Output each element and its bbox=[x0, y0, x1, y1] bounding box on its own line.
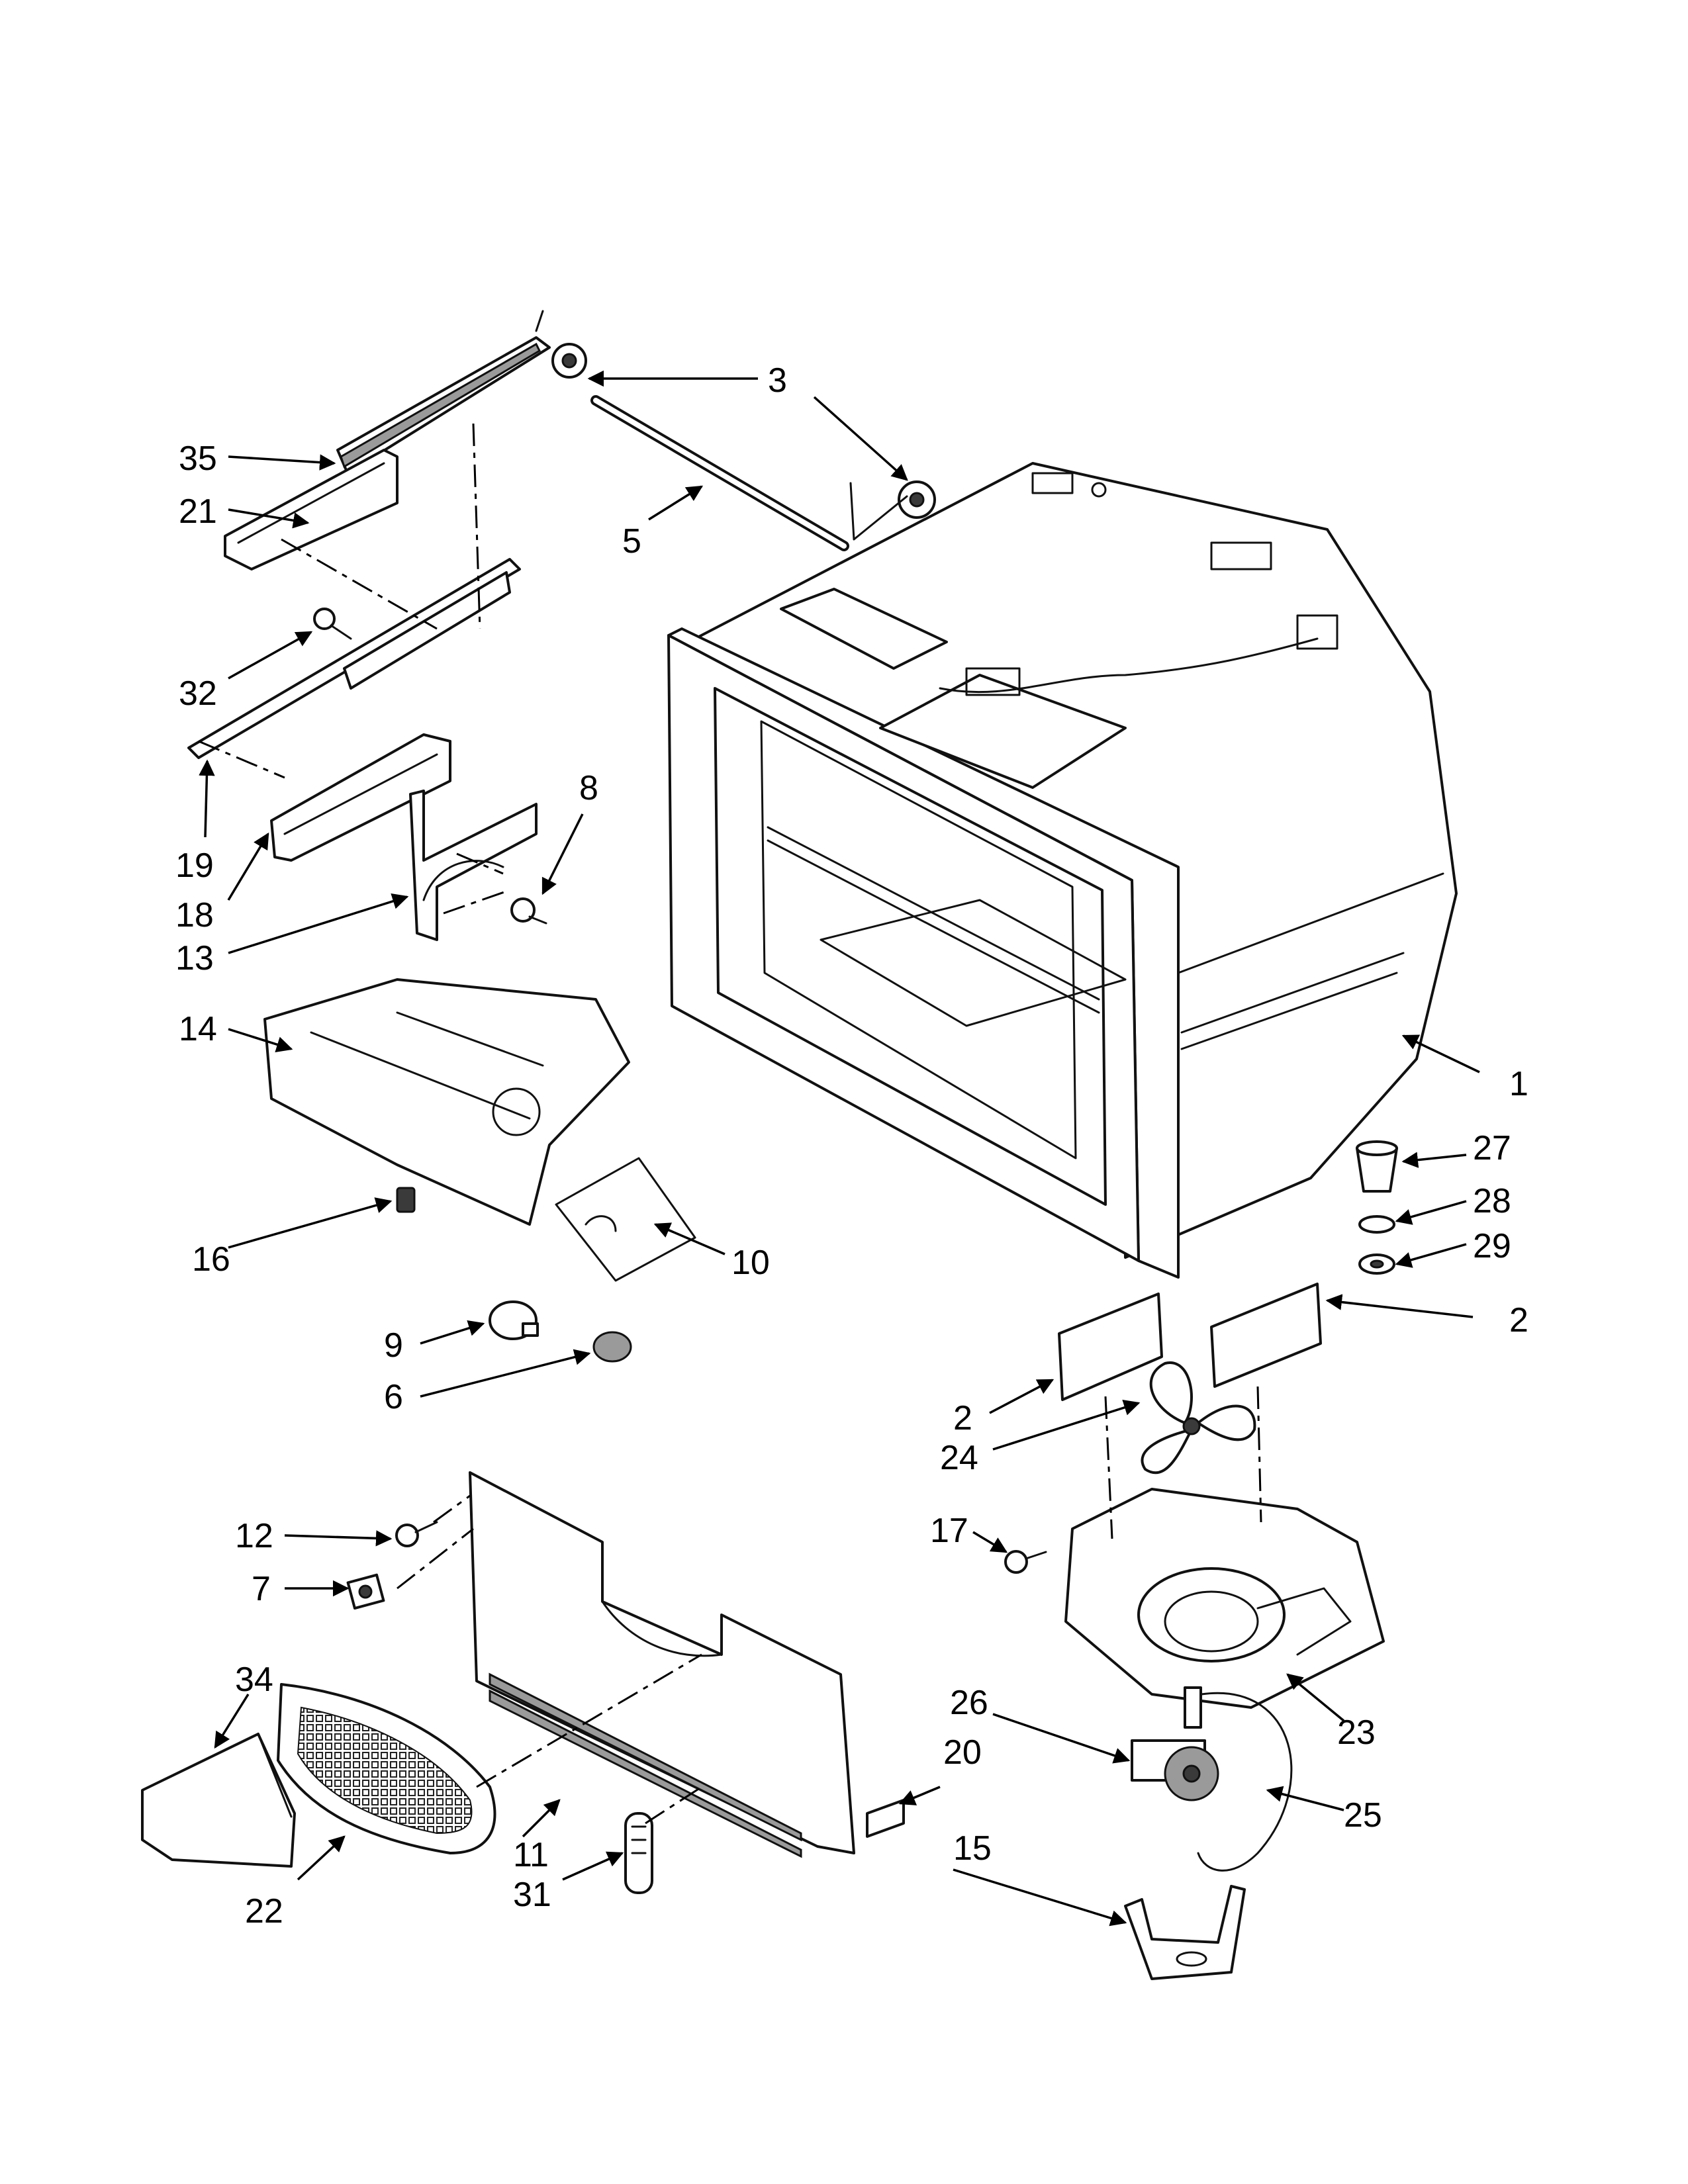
callout-26: 26 bbox=[950, 1684, 988, 1722]
callout-27: 27 bbox=[1473, 1129, 1511, 1167]
part-14-cover bbox=[263, 978, 630, 1226]
part-9-lamp bbox=[489, 1300, 539, 1340]
callout-11: 11 bbox=[513, 1836, 549, 1874]
callout-3: 3 bbox=[768, 361, 787, 400]
callout-32: 32 bbox=[179, 674, 217, 713]
part-31-clip bbox=[624, 1812, 653, 1894]
callout-24: 24 bbox=[940, 1439, 978, 1477]
part-35-slide-rail bbox=[336, 310, 551, 475]
callout-7: 7 bbox=[252, 1570, 271, 1608]
part-25-wire-harness bbox=[1197, 1692, 1293, 1872]
part-5-shaft bbox=[590, 395, 908, 551]
part-6-socket bbox=[592, 1331, 632, 1363]
part-34-cover bbox=[141, 1733, 296, 1868]
part-12-screw bbox=[395, 1521, 438, 1547]
callout-15: 15 bbox=[953, 1829, 992, 1868]
callout-28: 28 bbox=[1473, 1182, 1511, 1220]
leader-lines bbox=[199, 370, 1480, 1927]
callout-2-left: 2 bbox=[953, 1399, 972, 1437]
part-22-grille bbox=[277, 1683, 496, 1854]
alignment-lines bbox=[198, 423, 1262, 1825]
part-28-washer bbox=[1358, 1215, 1395, 1234]
part-24-fan-blade bbox=[1141, 1361, 1256, 1475]
callout-16: 16 bbox=[192, 1240, 230, 1279]
callout-17: 17 bbox=[930, 1512, 968, 1550]
callout-19: 19 bbox=[175, 846, 214, 885]
callout-22: 22 bbox=[245, 1892, 283, 1931]
callout-18: 18 bbox=[175, 896, 214, 934]
part-20-strip bbox=[866, 1799, 905, 1838]
part-18-bracket bbox=[270, 733, 451, 862]
part-7-bracket bbox=[346, 1573, 385, 1610]
callout-12: 12 bbox=[235, 1517, 273, 1555]
part-27-cap bbox=[1356, 1140, 1398, 1193]
part-29-bushing bbox=[1358, 1253, 1395, 1275]
part-10-insulation bbox=[555, 1157, 696, 1282]
callout-8: 8 bbox=[579, 769, 598, 807]
part-13-bracket bbox=[409, 790, 538, 941]
callout-13: 13 bbox=[175, 939, 214, 978]
part-26-fan-motor bbox=[1131, 1686, 1219, 1801]
part-17-screw bbox=[1004, 1550, 1047, 1574]
callout-2-right: 2 bbox=[1509, 1301, 1528, 1340]
part-8-screw bbox=[510, 897, 547, 925]
part-32-screw bbox=[313, 608, 352, 640]
callout-6: 6 bbox=[384, 1378, 403, 1416]
callout-23: 23 bbox=[1337, 1713, 1376, 1752]
callout-9: 9 bbox=[384, 1326, 403, 1365]
part-16-switch bbox=[396, 1187, 416, 1213]
callout-35: 35 bbox=[179, 439, 217, 478]
callout-5: 5 bbox=[622, 522, 641, 561]
callout-21: 21 bbox=[179, 492, 217, 531]
part-2-insulation-pads bbox=[1058, 1283, 1322, 1401]
part-21-slide-bracket bbox=[224, 449, 399, 570]
callout-29: 29 bbox=[1473, 1227, 1511, 1265]
callout-34: 34 bbox=[235, 1661, 273, 1699]
part-3-gears bbox=[551, 343, 936, 519]
callout-1: 1 bbox=[1509, 1065, 1528, 1103]
callout-31: 31 bbox=[513, 1876, 551, 1914]
callout-20: 20 bbox=[943, 1733, 982, 1772]
part-15-motor-bracket bbox=[1124, 1885, 1246, 1980]
callout-10: 10 bbox=[731, 1244, 770, 1282]
part-19-slide-rail bbox=[187, 558, 521, 759]
callout-14: 14 bbox=[179, 1010, 217, 1048]
part-23-fan-shroud bbox=[1064, 1488, 1385, 1709]
callout-25: 25 bbox=[1344, 1796, 1382, 1835]
part-1-freezer-liner bbox=[667, 462, 1458, 1279]
callouts: 3 5 35 21 32 19 18 13 8 14 16 10 9 6 1 2… bbox=[175, 361, 1528, 1931]
part-11-rear-panel bbox=[469, 1471, 855, 1858]
